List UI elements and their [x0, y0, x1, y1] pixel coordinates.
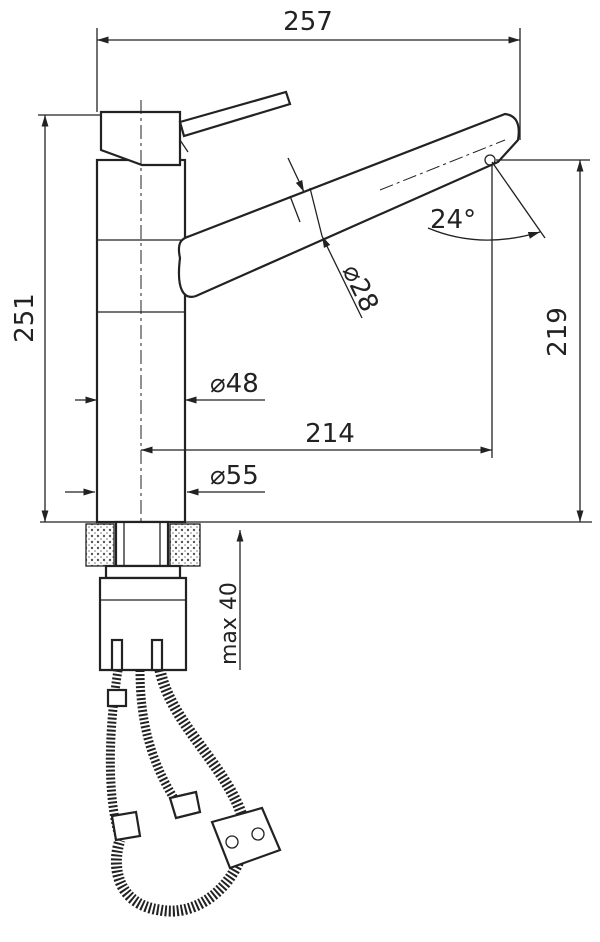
dimension-219: 219: [496, 159, 590, 522]
label-angle-24: 24°: [430, 205, 476, 235]
label-219: 219: [543, 307, 573, 357]
faucet-body: [95, 90, 292, 524]
label-diameter-28: ⌀28: [336, 260, 384, 317]
dimension-max-40: max 40: [217, 530, 244, 670]
dimension-251: 251: [10, 114, 100, 522]
label-diameter-48: ⌀48: [210, 369, 259, 399]
label-diameter-55: ⌀55: [210, 461, 259, 491]
dimension-48: ⌀48: [75, 369, 265, 404]
dimension-257: 257: [96, 7, 521, 140]
spout: [177, 112, 520, 298]
label-max-40: max 40: [217, 582, 242, 665]
mounting-assembly: [85, 520, 201, 672]
dimension-55: ⌀55: [65, 461, 265, 496]
dimension-214: 214: [141, 165, 493, 458]
dimension-angle: 24°: [427, 161, 546, 241]
label-251: 251: [10, 293, 40, 343]
label-257: 257: [283, 7, 333, 37]
label-214: 214: [305, 419, 355, 449]
supply-hoses: [105, 668, 282, 917]
